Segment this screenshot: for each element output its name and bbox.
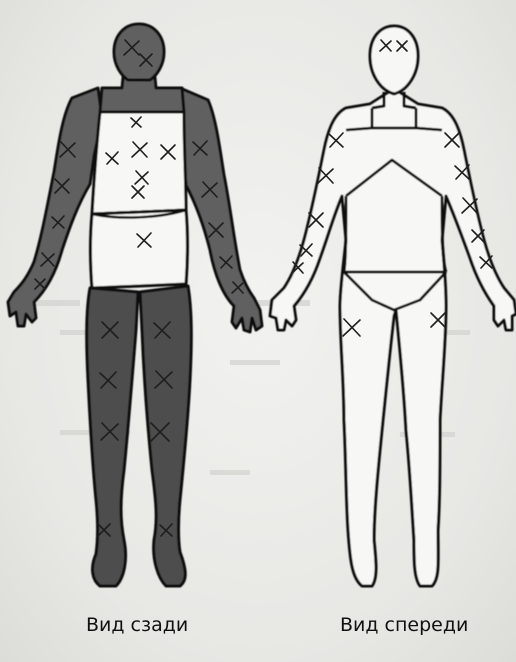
back-left-arm [8, 88, 102, 326]
front-view-caption: Вид спереди [340, 614, 468, 636]
back-upper-torso [92, 112, 186, 214]
back-head [114, 24, 164, 80]
front-body-outline [270, 90, 516, 586]
back-view-caption: Вид сзади [86, 614, 188, 636]
back-lower-torso [91, 210, 188, 288]
front-head [370, 26, 418, 94]
back-right-leg [140, 286, 191, 586]
